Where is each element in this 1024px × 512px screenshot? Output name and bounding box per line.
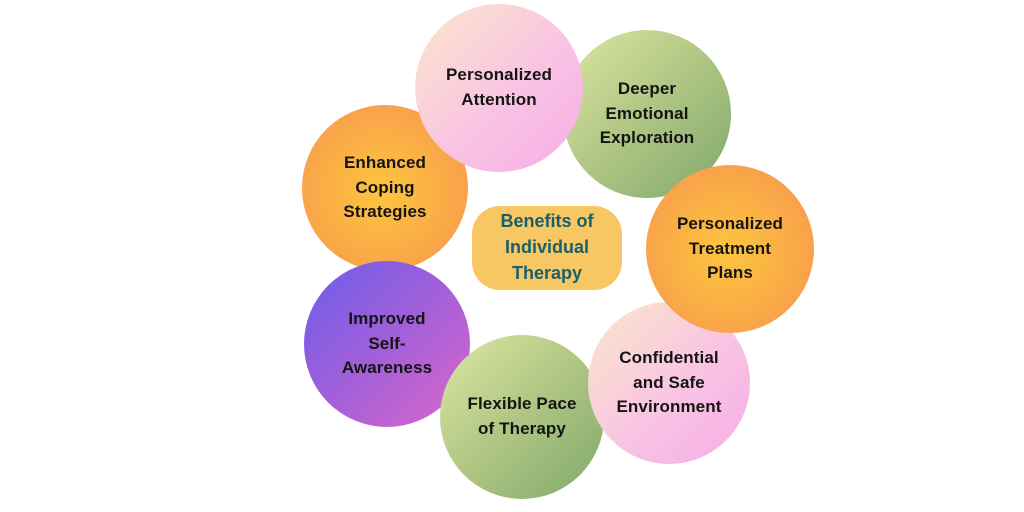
benefit-label: Personalized Treatment Plans <box>676 214 784 283</box>
benefit-label: Flexible Pace of Therapy <box>467 394 577 438</box>
diagram-title: Benefits of Individual Therapy <box>500 211 594 283</box>
benefit-circle-deeper-emotional-exploration: Deeper Emotional Exploration <box>563 30 731 198</box>
benefit-circle-personalized-attention: Personalized Attention <box>415 4 583 172</box>
center-title-card: Benefits of Individual Therapy <box>472 206 622 290</box>
benefit-circle-flexible-pace-of-therapy: Flexible Pace of Therapy <box>440 335 604 499</box>
benefit-label: Improved Self- Awareness <box>341 309 433 378</box>
benefit-label: Enhanced Coping Strategies <box>343 153 427 222</box>
benefit-label: Confidential and Safe Environment <box>616 348 722 417</box>
benefit-label: Deeper Emotional Exploration <box>599 79 695 148</box>
benefit-label: Personalized Attention <box>445 65 553 109</box>
benefit-circle-personalized-treatment-plans: Personalized Treatment Plans <box>646 165 814 333</box>
